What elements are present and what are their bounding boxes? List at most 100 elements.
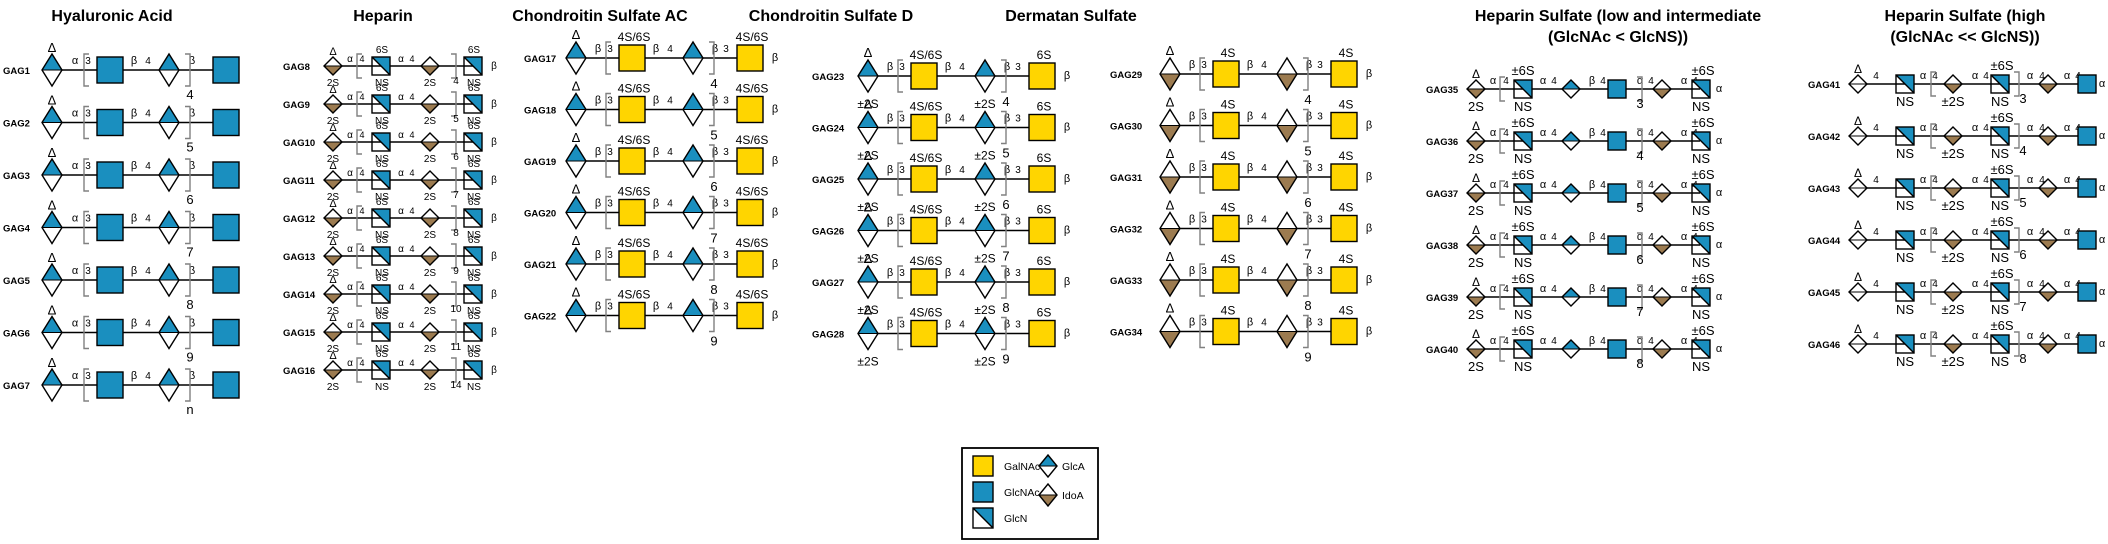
pos-label: 4 xyxy=(359,130,364,140)
pos-label: 4 xyxy=(1932,123,1938,134)
pos-label: 3 xyxy=(607,44,613,55)
sulfate-label: 4S/6S xyxy=(618,133,651,147)
glca-icon xyxy=(857,316,879,351)
pos-label: 4 xyxy=(1648,284,1654,295)
repeat-bracket-open xyxy=(356,129,362,155)
uronic-acid-icon xyxy=(1848,126,1868,146)
sulfate-label: 4S/6S xyxy=(618,185,651,199)
ns-label: NS xyxy=(1991,94,2009,109)
diamond-bottom xyxy=(1944,344,1962,353)
repeat-count: 7 xyxy=(186,245,193,260)
glcn-outline xyxy=(1990,230,2010,250)
galnac-icon xyxy=(1330,317,1358,346)
repeat-bracket-open xyxy=(897,110,903,145)
beta-label: β xyxy=(491,289,497,300)
diamond-bottom xyxy=(1277,331,1297,348)
glcn-diagonal xyxy=(371,170,391,190)
sulfate-label: ±2S xyxy=(974,149,995,163)
diamond-bottom xyxy=(1944,292,1962,301)
glcn-outline xyxy=(463,94,483,114)
diamond-bottom xyxy=(858,230,878,247)
alpha-label: α xyxy=(2064,330,2071,342)
pos-label: 3 xyxy=(85,266,91,277)
delta-label: Δ xyxy=(1854,114,1862,128)
diamond-top xyxy=(1277,161,1297,177)
galnac-icon xyxy=(1212,163,1240,191)
pos-label: 4 xyxy=(409,130,414,140)
diamond-bottom xyxy=(324,256,342,265)
sulfate-label: 2S xyxy=(327,306,340,317)
pos-label: 4 xyxy=(1873,279,1879,290)
diamond-bottom xyxy=(1562,89,1580,98)
glcnac-icon xyxy=(96,371,124,399)
diamond-top xyxy=(683,145,703,161)
idoa-icon xyxy=(2038,230,2058,250)
sulfate-label: ±2S xyxy=(974,200,995,214)
diamond-top xyxy=(683,42,703,58)
diamond-top xyxy=(566,42,586,58)
ns-label: NS xyxy=(1991,198,2009,213)
repeat-bracket-close xyxy=(2014,279,2020,305)
glcn-diagonal xyxy=(1895,334,1915,354)
glcn-outline xyxy=(463,208,483,228)
diamond-top xyxy=(566,248,586,264)
repeat-bracket-open xyxy=(1499,128,1505,154)
alpha-label: α xyxy=(1490,179,1497,191)
row-id: GAG5 xyxy=(3,276,31,287)
diamond-bottom xyxy=(1467,297,1485,306)
repeat-bracket-close xyxy=(1303,108,1309,143)
glcns-icon xyxy=(1513,339,1533,359)
diamond-bottom xyxy=(1653,89,1671,98)
row-id: GAG20 xyxy=(524,209,556,220)
diamond-top xyxy=(42,211,62,228)
glcn-diagonal xyxy=(1990,74,2010,94)
beta-label: β xyxy=(1004,113,1010,125)
glcn-outline xyxy=(1990,282,2010,302)
glcn-outline xyxy=(463,170,483,190)
row-id: GAG15 xyxy=(283,328,316,339)
repeat-bracket-close xyxy=(1637,284,1643,310)
panel-heparin-sulfate-low: GAG35Δ2Sα4±6SNSα4β4α43α4±6SNSαGAG36Δ2Sα4… xyxy=(1426,63,1723,374)
diamond-top xyxy=(1562,288,1580,297)
diamond-bottom xyxy=(421,180,439,189)
diamond-top xyxy=(1944,335,1962,344)
glcn-outline xyxy=(371,246,391,266)
glcn-outline xyxy=(1990,74,2010,94)
diamond-top xyxy=(858,266,878,282)
diamond-bottom xyxy=(1277,177,1297,193)
glcn-diagonal xyxy=(1513,131,1533,151)
ns-label: NS xyxy=(375,268,389,279)
repeat-bracket-close xyxy=(2014,71,2020,97)
beta-label: β xyxy=(653,249,659,261)
diamond-top xyxy=(1653,80,1671,89)
diamond-top xyxy=(1562,340,1580,349)
glcns-icon xyxy=(463,208,483,228)
glcns-icon xyxy=(463,132,483,152)
glcn-diagonal xyxy=(463,322,483,342)
sulfate-label: ±6S xyxy=(1511,115,1534,130)
diamond-top xyxy=(858,163,878,179)
repeat-bracket-open xyxy=(1930,331,1936,357)
diamond-bottom xyxy=(1467,89,1485,98)
diamond-bottom xyxy=(42,122,62,139)
row-id: GAG36 xyxy=(1426,137,1458,148)
sulfate-label: ±2S xyxy=(974,97,995,111)
ns-label: NS xyxy=(375,230,389,241)
sulfate-label: ±6S xyxy=(1691,63,1714,78)
glca-icon xyxy=(41,262,63,298)
beta-label: β xyxy=(1247,111,1253,123)
idoa-icon xyxy=(323,132,343,152)
glcns-icon xyxy=(1990,74,2010,94)
pos-label: 4 xyxy=(959,268,965,279)
panel-title-line: Chondroitin Sulfate AC xyxy=(512,8,688,25)
glcn-outline xyxy=(1895,334,1915,354)
idoa-icon xyxy=(1159,159,1181,195)
alpha-label: α xyxy=(1637,335,1644,347)
repeat-bracket-open xyxy=(1499,76,1505,102)
pos-label: 4 xyxy=(1983,71,1989,82)
